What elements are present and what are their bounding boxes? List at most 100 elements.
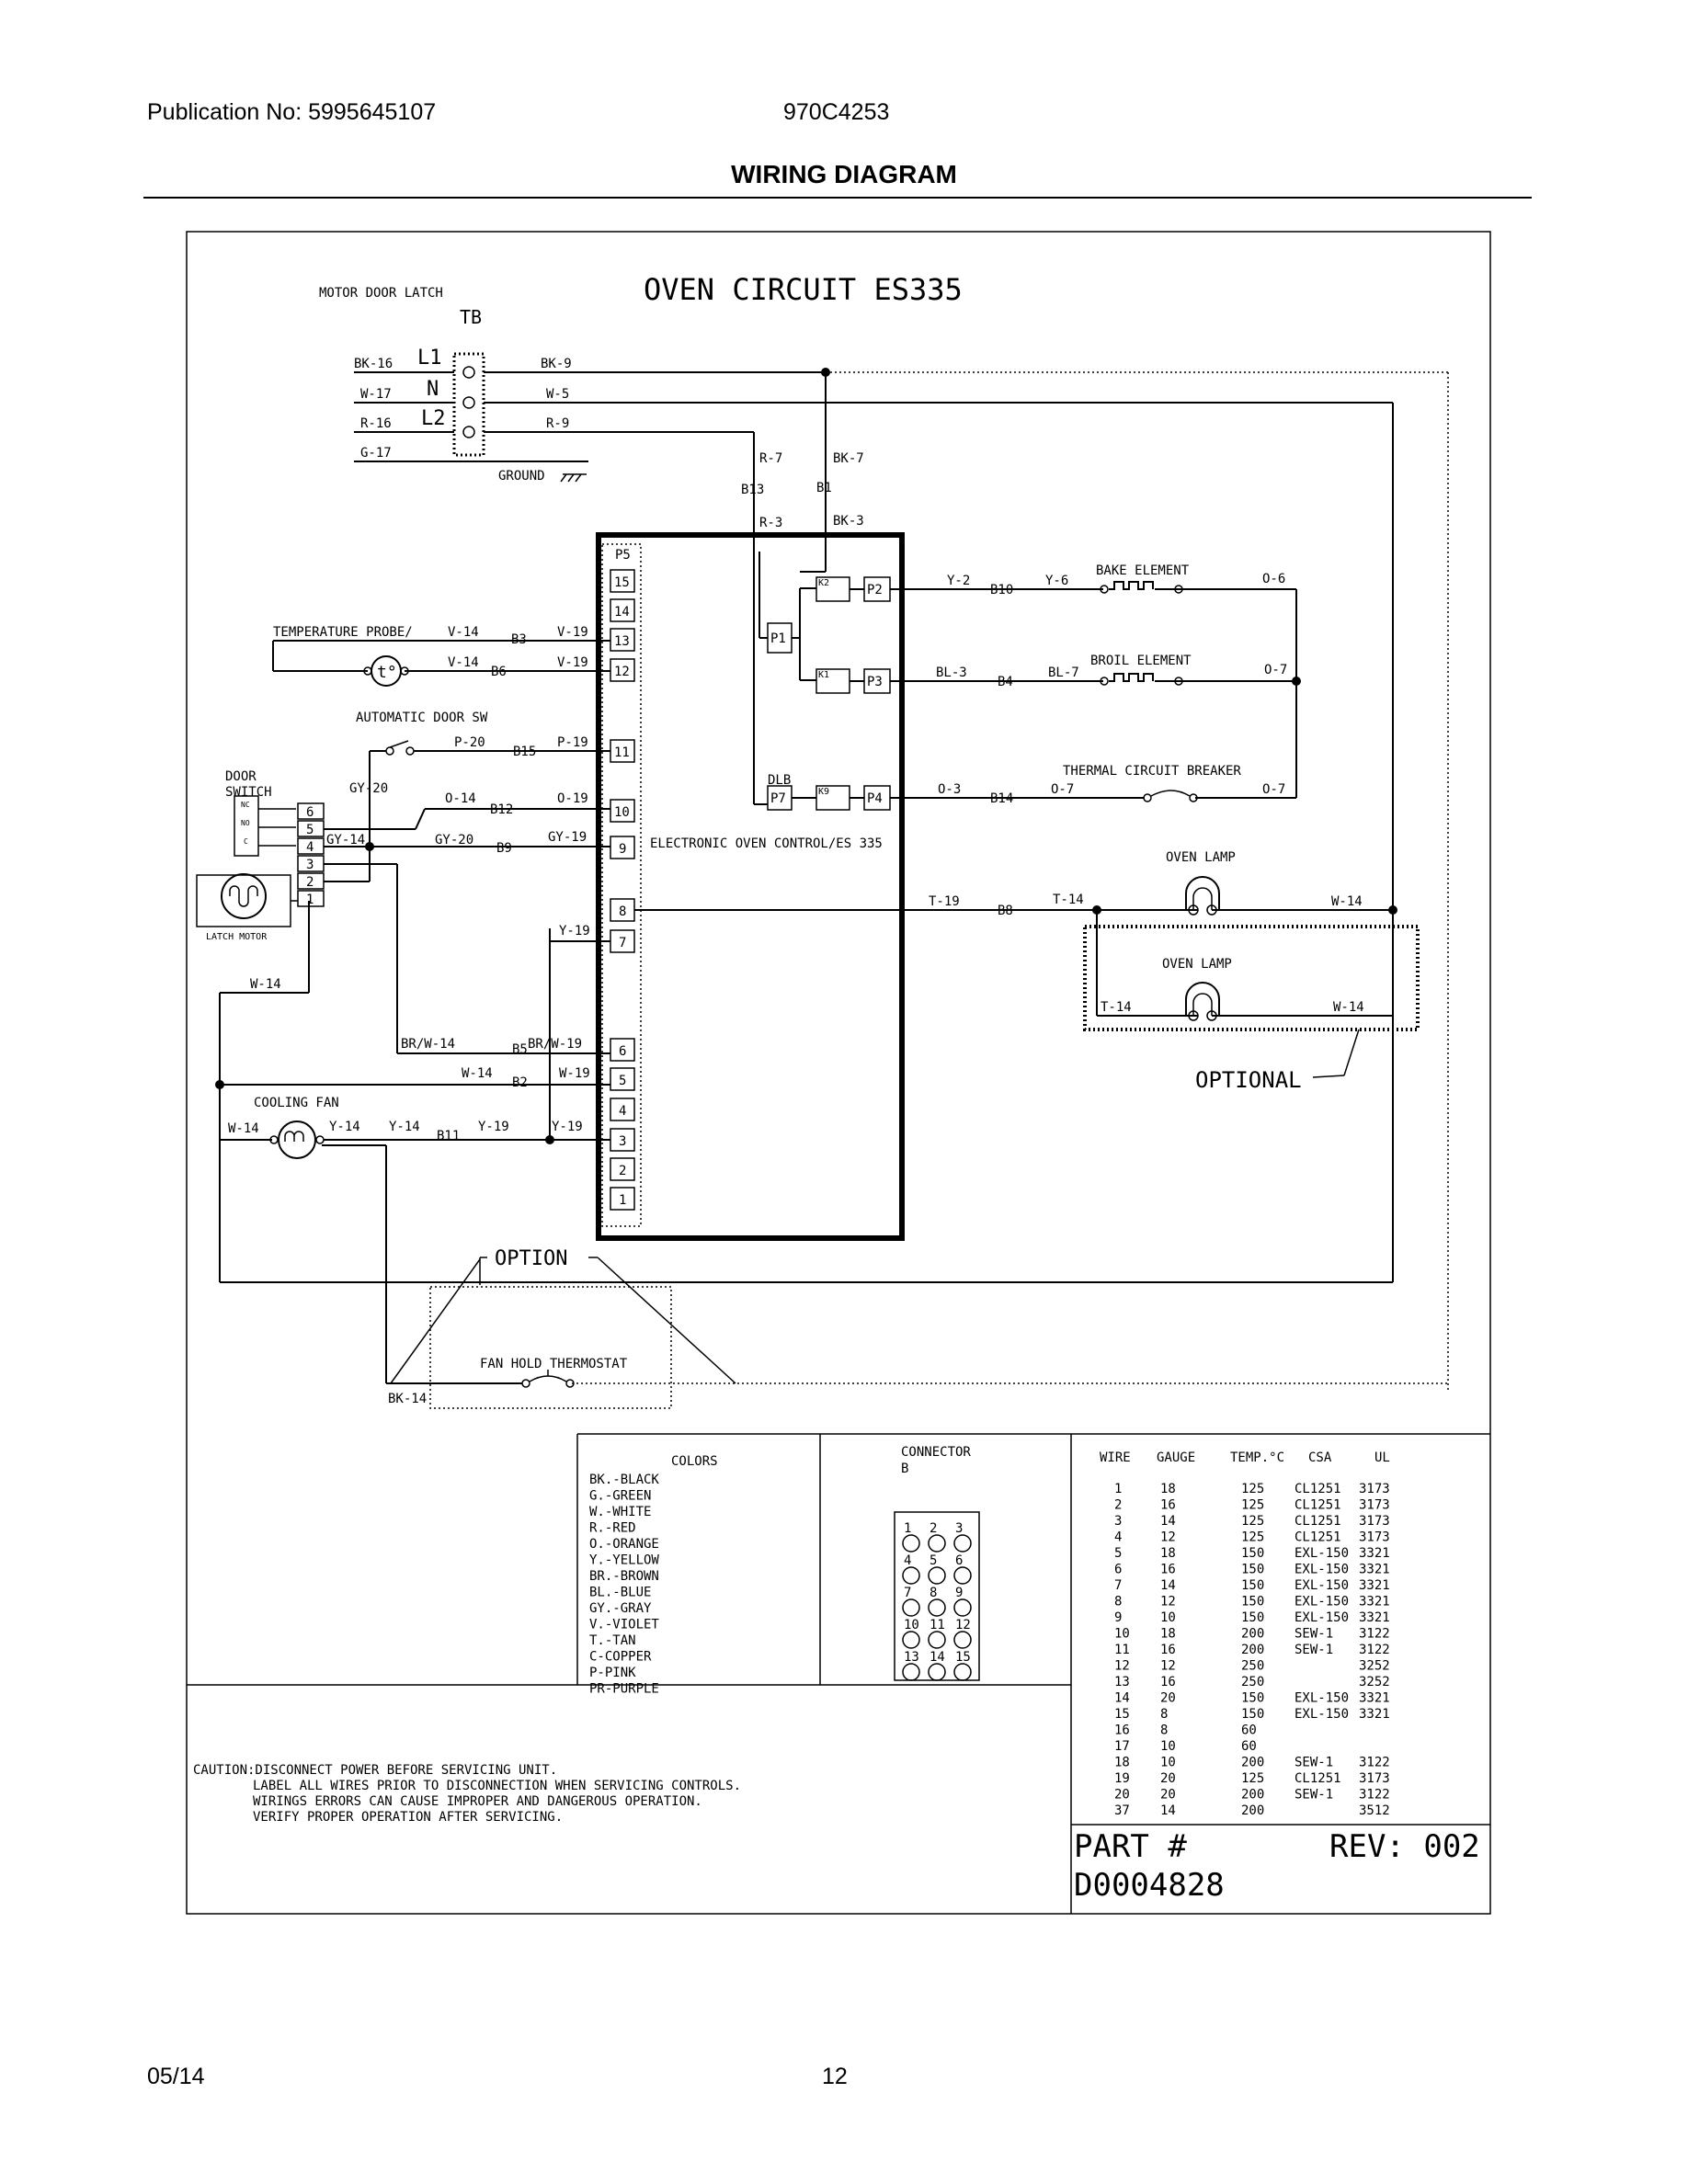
wire-table-cell: 3321	[1359, 1610, 1390, 1625]
wire-table-cell: 200	[1241, 1627, 1264, 1642]
connector-pin-label: 2	[930, 1521, 937, 1536]
svg-text:8: 8	[619, 904, 626, 919]
svg-text:W-14: W-14	[1331, 894, 1363, 909]
caution-line-4: VERIFY PROPER OPERATION AFTER SERVICING.	[253, 1810, 563, 1825]
wire-table-cell: 150	[1241, 1563, 1264, 1577]
svg-text:B8: B8	[998, 904, 1013, 918]
svg-text:P-19: P-19	[557, 735, 588, 750]
wire-table-cell: 250	[1241, 1659, 1264, 1674]
footer-date: 05/14	[147, 2064, 205, 2089]
wire-table-cell: 18	[1160, 1546, 1176, 1561]
svg-text:O-7: O-7	[1264, 663, 1287, 677]
element-wires	[890, 581, 1301, 802]
svg-text:2: 2	[306, 875, 314, 890]
wire-table-cell: 150	[1241, 1610, 1264, 1625]
svg-text:B5: B5	[512, 1042, 528, 1057]
svg-text:W-5: W-5	[546, 387, 569, 402]
wire-table-cell: 8	[1114, 1595, 1122, 1610]
svg-text:BK-9: BK-9	[541, 357, 572, 371]
svg-text:R-9: R-9	[546, 416, 569, 431]
svg-text:V-19: V-19	[557, 625, 588, 640]
wire-table-cell: 16	[1160, 1563, 1176, 1577]
bottom-panel-lines	[187, 1433, 1490, 1914]
svg-text:R-7: R-7	[759, 451, 782, 466]
wire-table-cell: 3173	[1359, 1530, 1390, 1545]
ground-icon	[560, 473, 587, 483]
svg-text:C: C	[244, 837, 248, 846]
color-legend-item: V.-VIOLET	[589, 1618, 659, 1632]
svg-text:P1: P1	[770, 631, 786, 646]
svg-text:K9: K9	[818, 787, 829, 797]
wire-table-cell: 9	[1114, 1610, 1122, 1625]
svg-text:BK-16: BK-16	[354, 357, 393, 371]
wire-table-cell: 200	[1241, 1803, 1264, 1818]
svg-text:W-19: W-19	[559, 1066, 590, 1081]
svg-text:K1: K1	[818, 670, 829, 680]
svg-text:P4: P4	[867, 791, 883, 806]
wire-table-cell: 150	[1241, 1546, 1264, 1561]
wire-table-cell: 125	[1241, 1771, 1264, 1786]
svg-text:1: 1	[619, 1193, 626, 1208]
wire-table-header: WIRE	[1100, 1450, 1131, 1465]
revision: REV: 002	[1329, 1828, 1480, 1865]
wire-table-cell: 10	[1160, 1756, 1176, 1770]
color-legend-item: G.-GREEN	[589, 1489, 651, 1504]
connector-pin	[928, 1598, 946, 1617]
wire-table-cell: 10	[1114, 1627, 1130, 1642]
svg-text:4: 4	[306, 840, 314, 855]
oven-lamps	[634, 876, 1420, 1078]
connector-pin	[953, 1631, 972, 1649]
svg-text:Y-14: Y-14	[389, 1120, 420, 1134]
svg-text:Y-6: Y-6	[1045, 574, 1068, 588]
wire-table-cell: 12	[1160, 1595, 1176, 1610]
wire-table-cell: 15	[1114, 1707, 1130, 1722]
svg-text:9: 9	[619, 842, 626, 857]
wire-table-cell: 11	[1114, 1643, 1130, 1657]
wire-table-cell: 150	[1241, 1691, 1264, 1706]
wire-table-header: GAUGE	[1157, 1450, 1195, 1465]
tb-n-label: N	[427, 378, 439, 401]
wire-table-cell: 200	[1241, 1756, 1264, 1770]
wire-table-cell: 14	[1160, 1578, 1176, 1593]
connector-pin-label: 9	[955, 1586, 963, 1600]
svg-text:B15: B15	[513, 745, 536, 759]
svg-text:11: 11	[614, 745, 630, 760]
svg-text:BL-7: BL-7	[1048, 665, 1079, 680]
wire-table-cell: 14	[1160, 1514, 1176, 1529]
svg-text:t°: t°	[377, 663, 397, 682]
connector-pin	[928, 1631, 946, 1649]
latch-motor-label: LATCH MOTOR	[206, 932, 268, 942]
svg-text:B13: B13	[741, 483, 764, 497]
wire-table-header: UL	[1374, 1450, 1390, 1465]
svg-text:BL-3: BL-3	[936, 665, 967, 680]
wire-table-cell: 60	[1241, 1723, 1257, 1738]
svg-text:G-17: G-17	[360, 446, 392, 461]
option-label: OPTION	[495, 1247, 567, 1270]
wire-table-cell: 3173	[1359, 1771, 1390, 1786]
svg-text:Y-14: Y-14	[329, 1120, 360, 1134]
wire-table-header: TEMP.°C	[1230, 1450, 1284, 1465]
latch-connector: 6 5 4 3 2 1	[297, 802, 610, 1054]
wire-table-cell: 3173	[1359, 1498, 1390, 1513]
part-label: PART #	[1074, 1828, 1187, 1865]
wire-table-cell: 3122	[1359, 1643, 1390, 1657]
connector-pin-label: 15	[955, 1650, 971, 1665]
color-legend-item: C-COPPER	[589, 1650, 652, 1665]
ground-label: GROUND	[498, 469, 545, 483]
wire-table-cell: 16	[1160, 1643, 1176, 1657]
svg-text:GY-20: GY-20	[349, 781, 388, 796]
connector-pin-label: 3	[955, 1521, 963, 1536]
connector-pin-label: 4	[904, 1553, 911, 1568]
lamp-wire-labels: T-19 B8 T-14 W-14 T-14 W-14	[929, 893, 1364, 1015]
wire-table-cell: 6	[1114, 1563, 1122, 1577]
broil-element-label: BROIL ELEMENT	[1090, 654, 1192, 668]
wire-table-cell: EXL-150	[1295, 1707, 1349, 1722]
svg-text:Y-19: Y-19	[478, 1120, 509, 1134]
wire-table-cell: 20	[1160, 1788, 1176, 1803]
p5-label: P5	[615, 548, 631, 563]
door-switch-label-2: SWITCH	[225, 785, 272, 800]
wire-table-cell: 14	[1114, 1691, 1130, 1706]
wire-table-cell: 3122	[1359, 1788, 1390, 1803]
wire-table-cell: 3321	[1359, 1707, 1390, 1722]
